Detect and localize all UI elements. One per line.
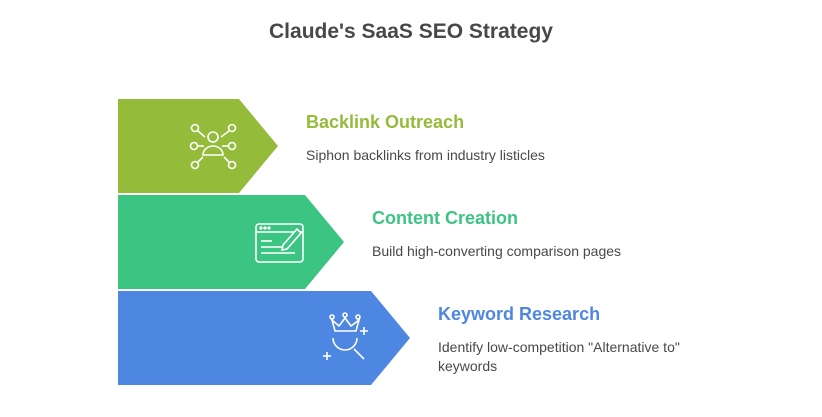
step-2-title: Content Creation xyxy=(372,208,518,228)
diagram-title: Claude's SaaS SEO Strategy xyxy=(269,20,553,43)
document-pencil-icon xyxy=(255,223,304,263)
step-2-arrow xyxy=(118,195,344,289)
crown-search-icon xyxy=(323,312,368,360)
step-3-description: Identify low-competition "Alternative to… xyxy=(438,339,680,374)
step-2-description: Build high-converting comparison pages xyxy=(372,243,622,259)
step-3-arrow xyxy=(118,291,410,385)
step-1-description: Siphon backlinks from industry listicles xyxy=(306,147,545,163)
step-1-title: Backlink Outreach xyxy=(306,112,465,132)
network-person-icon xyxy=(189,123,237,170)
step-3-title: Keyword Research xyxy=(438,304,601,324)
